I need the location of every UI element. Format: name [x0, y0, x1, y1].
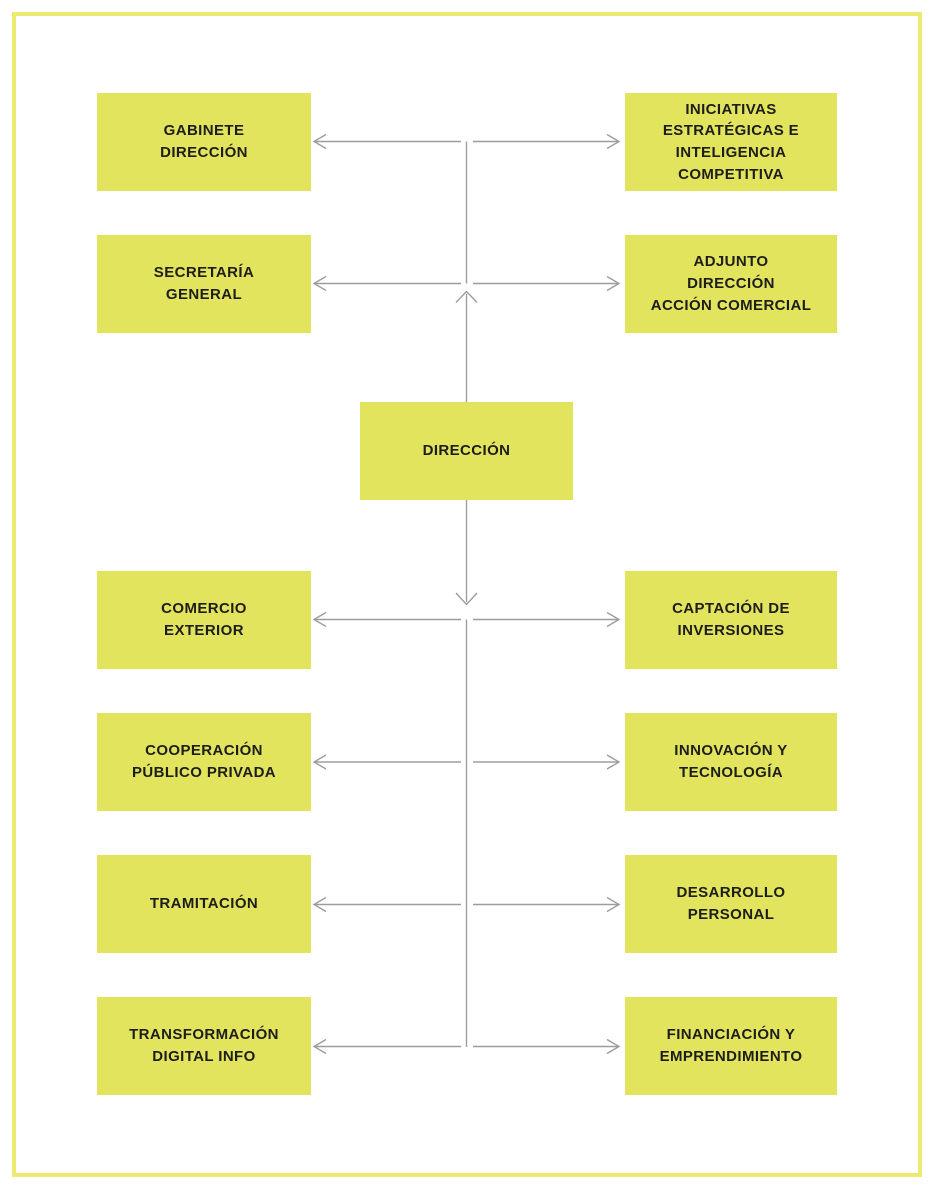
box-adjunto-direccion-accion-comercial: ADJUNTO DIRECCIÓN ACCIÓN COMERCIAL — [625, 235, 837, 333]
connector-row-6 — [312, 1038, 621, 1055]
arrow-direccion-up — [455, 290, 478, 402]
box-gabinete-direccion: GABINETE DIRECCIÓN — [97, 93, 311, 191]
box-iniciativas-estrategicas: INICIATIVAS ESTRATÉGICAS E INTELIGENCIA … — [625, 93, 837, 191]
box-direccion: DIRECCIÓN — [360, 402, 573, 500]
box-secretaria-general: SECRETARÍA GENERAL — [97, 235, 311, 333]
box-financiacion-y-emprendimiento: FINANCIACIÓN Y EMPRENDIMIENTO — [625, 997, 837, 1095]
box-tramitacion: TRAMITACIÓN — [97, 855, 311, 953]
box-desarrollo-personal: DESARROLLO PERSONAL — [625, 855, 837, 953]
arrow-direccion-down — [455, 500, 478, 606]
box-transformacion-digital-info: TRANSFORMACIÓN DIGITAL INFO — [97, 997, 311, 1095]
connector-row-4 — [312, 754, 621, 770]
connector-row-1 — [312, 133, 621, 150]
box-innovacion-y-tecnologia: INNOVACIÓN Y TECNOLOGÍA — [625, 713, 837, 811]
connector-row-5 — [312, 896, 621, 913]
box-comercio-exterior: COMERCIO EXTERIOR — [97, 571, 311, 669]
box-cooperacion-publico-privada: COOPERACIÓN PÚBLICO PRIVADA — [97, 713, 311, 811]
connector-row-3 — [312, 611, 621, 628]
connector-row-2 — [312, 275, 621, 292]
box-captacion-de-inversiones: CAPTACIÓN DE INVERSIONES — [625, 571, 837, 669]
